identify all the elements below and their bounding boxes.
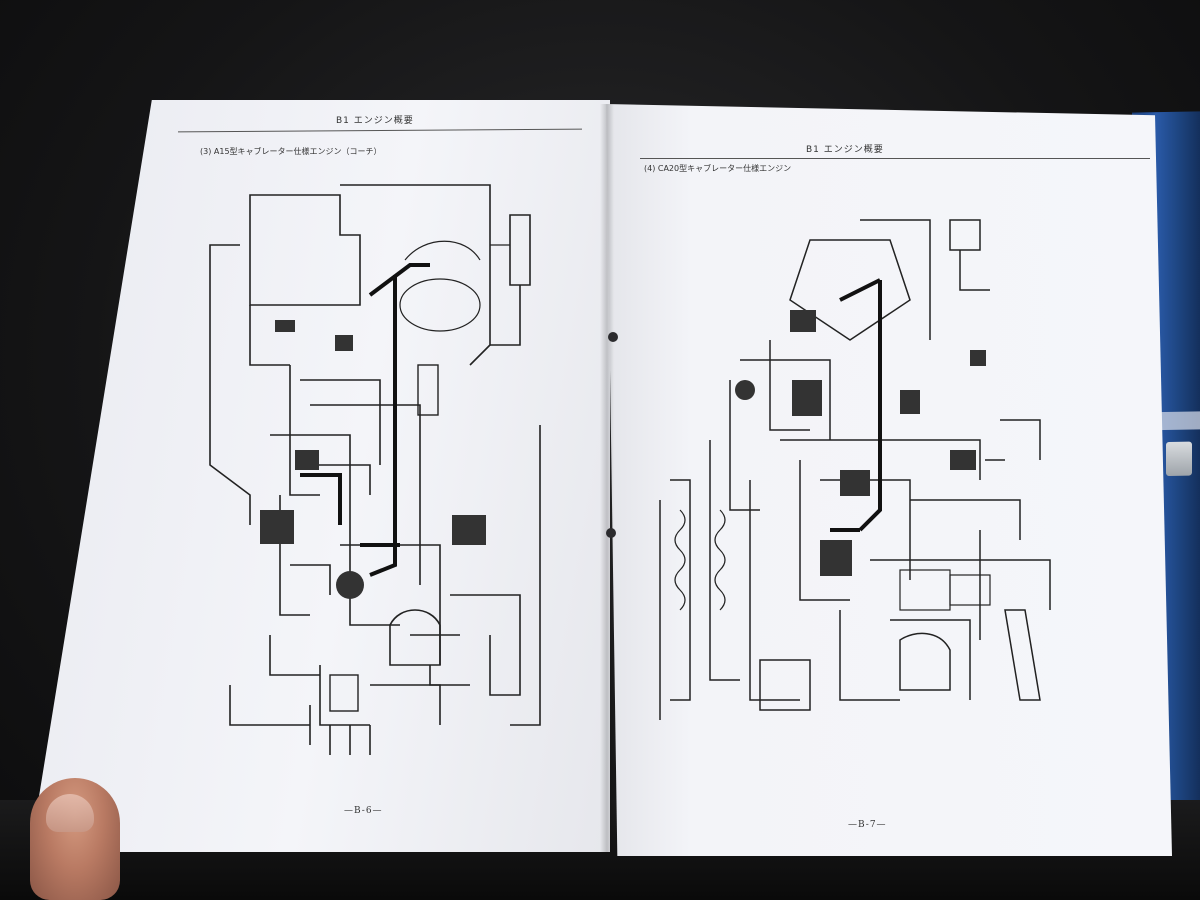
book-gutter	[600, 104, 614, 852]
binding-hole-bottom	[606, 528, 616, 538]
right-page-header: B1 エンジン概要	[806, 145, 884, 155]
right-engine-diagram	[659, 219, 1051, 720]
binder-clip	[1166, 441, 1192, 476]
right-page-number: —B-7—	[848, 820, 887, 830]
left-engine-diagram	[209, 184, 541, 755]
thumbnail	[46, 794, 94, 832]
binding-hole-top	[608, 332, 618, 342]
holding-thumb	[30, 778, 120, 900]
right-header-rule	[640, 158, 1150, 159]
right-section-title: (4) CA20型キャブレーター仕様エンジン	[644, 164, 792, 173]
left-page-number: —B-6—	[344, 806, 383, 816]
left-page-header: B1 エンジン概要	[336, 116, 414, 126]
left-section-title: (3) A15型キャブレーター仕様エンジン（コーチ）	[200, 147, 382, 156]
